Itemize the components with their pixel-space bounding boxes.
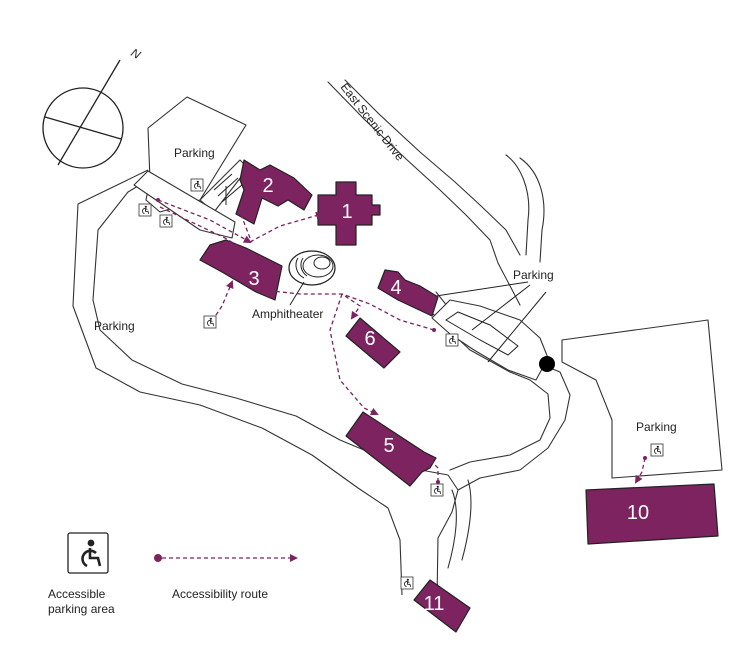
route-start-dot-icon bbox=[154, 554, 162, 562]
parking-lot-west bbox=[72, 169, 459, 601]
plaza-detail bbox=[213, 173, 244, 205]
building-1-number: 1 bbox=[341, 201, 352, 223]
legend-accessibility-route: Accessibility route bbox=[172, 587, 268, 601]
parking-lot-east-aisle bbox=[445, 311, 519, 356]
location-dot-icon bbox=[539, 356, 555, 372]
north-label: N bbox=[129, 45, 144, 62]
compass-rose-icon bbox=[42, 59, 124, 169]
accessibility-routes bbox=[156, 190, 647, 484]
amphitheater-label: Amphitheater bbox=[252, 307, 323, 321]
building-6-number: 6 bbox=[364, 328, 375, 350]
building-5-number: 5 bbox=[383, 435, 394, 457]
accessible-parking-11-icon bbox=[400, 576, 414, 590]
accessible-parking-10-icon bbox=[650, 443, 664, 457]
legend-wheelchair-icon bbox=[67, 532, 109, 574]
building-4-number: 4 bbox=[390, 277, 401, 299]
parking-label-north: Parking bbox=[174, 146, 215, 160]
building-2[interactable]: 2 bbox=[235, 159, 313, 225]
accessible-parking-west-1-icon bbox=[138, 203, 152, 217]
parking-label-10: Parking bbox=[636, 420, 677, 434]
east-scenic-drive bbox=[327, 79, 521, 306]
street-label: East Scenic Drive bbox=[338, 80, 408, 164]
building-11-number: 11 bbox=[424, 593, 445, 615]
accessible-parking-west-2-icon bbox=[159, 214, 173, 228]
parking-label-west: Parking bbox=[94, 319, 135, 333]
amphitheater-icon bbox=[288, 250, 336, 286]
accessible-parking-3-icon bbox=[203, 315, 217, 329]
legend-accessible-parking-line1: Accessible bbox=[48, 587, 106, 601]
building-4[interactable]: 4 bbox=[377, 269, 439, 317]
legend-accessible-parking-line2: parking area bbox=[48, 602, 115, 616]
building-5[interactable]: 5 bbox=[345, 411, 437, 487]
accessible-parking-5-icon bbox=[430, 483, 444, 497]
south-road bbox=[447, 479, 472, 569]
parking-label-east: Parking bbox=[513, 268, 554, 282]
building-3-number: 3 bbox=[248, 268, 259, 290]
building-10[interactable]: 10 bbox=[585, 483, 719, 545]
accessible-parking-north-icon bbox=[190, 178, 204, 192]
building-6[interactable]: 6 bbox=[345, 317, 401, 369]
north-road bbox=[505, 154, 545, 263]
legend: Accessible parking area Accessibility ro… bbox=[48, 532, 298, 616]
walkway-strip bbox=[133, 170, 236, 239]
building-10-number: 10 bbox=[627, 502, 649, 524]
parking-leader-lines bbox=[435, 281, 547, 363]
building-2-number: 2 bbox=[262, 175, 273, 197]
parking-lot-10 bbox=[561, 319, 723, 479]
accessible-parking-east-icon bbox=[445, 333, 459, 347]
building-1[interactable]: 1 bbox=[317, 181, 381, 246]
building-11[interactable]: 11 bbox=[413, 579, 471, 633]
